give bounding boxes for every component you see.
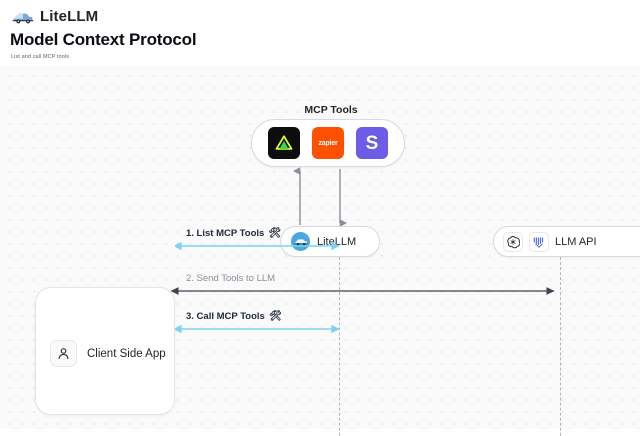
zapier-wordmark: zapier [318,139,338,147]
mcp-tools-label: MCP Tools [304,104,358,116]
brand-name: LiteLLM [40,8,99,25]
openai-icon [503,231,523,252]
message-3: 3. Call MCP Tools 🛠 [175,307,350,337]
diagram-canvas: MCP Tools zapier S [0,66,640,436]
node-llm-api-label: LLM API [555,235,597,248]
litellm-truck-logo-icon [12,9,34,25]
message-1-label: 1. List MCP Tools 🛠 [186,228,281,239]
mcp-tools-group[interactable]: zapier S [251,119,405,167]
lifeline-litellm [339,257,340,436]
message-3-text: 3. Call MCP Tools [186,311,265,322]
zapier-tool-icon[interactable]: zapier [312,127,344,159]
tools-hammer-wrench-icon: 🛠 [268,227,281,239]
message-1-arrow [175,241,340,251]
message-2-arrow [170,287,555,295]
message-2-text: 2. Send Tools to LLM [186,273,276,284]
client-inner: Client Side App [50,340,166,367]
supabase-tool-icon[interactable]: S [356,127,388,159]
node-llm-api[interactable]: LLM API [493,226,640,257]
mcp-litellm-connectors [293,167,347,227]
user-person-icon [50,340,77,367]
page-title: Model Context Protocol [10,30,197,49]
tools-hammer-wrench-icon: 🛠 [268,310,282,322]
message-3-label: 3. Call MCP Tools 🛠 [186,311,282,322]
supabase-letter: S [365,132,379,154]
anthropic-icon [529,231,549,252]
message-3-arrow [175,324,340,334]
node-client-side-app[interactable]: Client Side App [35,287,175,415]
dark-triangle-tool-icon[interactable] [268,127,300,159]
message-1-text: 1. List MCP Tools [186,228,265,239]
brand: LiteLLM [12,8,98,25]
page-subtitle: List and call MCP tools [11,54,70,60]
lifeline-llm-api [560,257,561,436]
message-1: 1. List MCP Tools 🛠 [175,224,350,254]
node-client-side-app-label: Client Side App [87,347,166,360]
message-2: 2. Send Tools to LLM [0,269,565,299]
message-2-label: 2. Send Tools to LLM [186,273,275,284]
